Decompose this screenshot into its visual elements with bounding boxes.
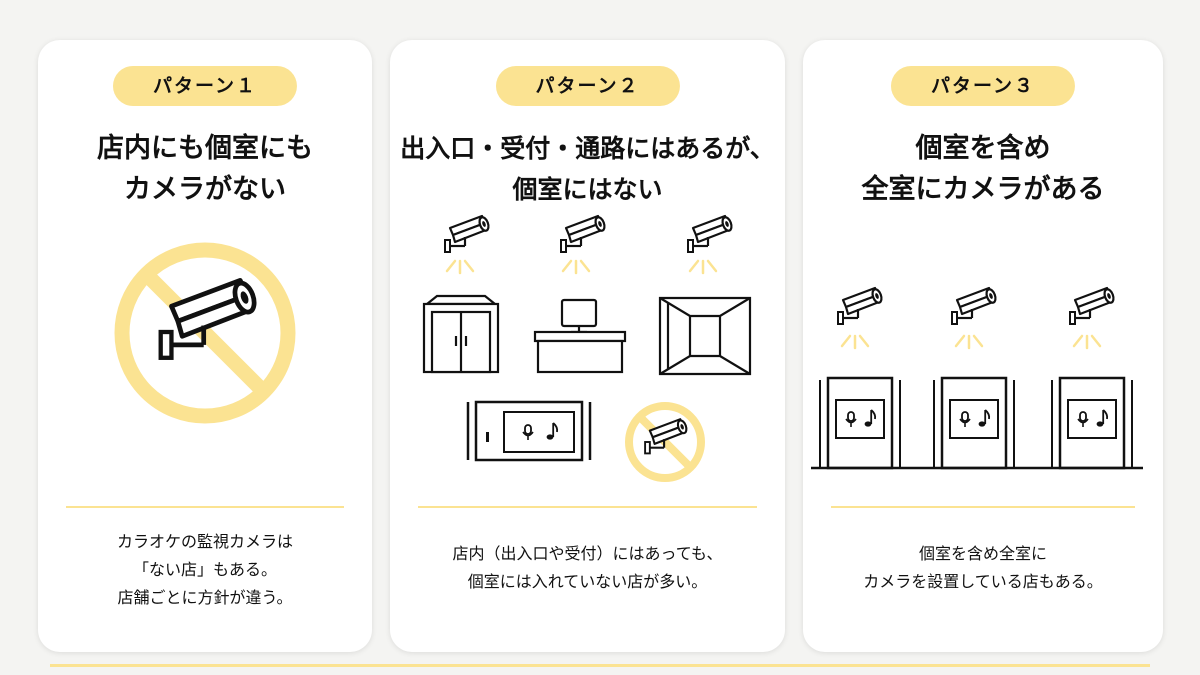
- camera-rays: [840, 334, 870, 350]
- pattern-description: 店内（出入口や受付）にはあっても、 個室には入れていない店が多い。: [452, 544, 723, 591]
- pattern-1-card: パターン１ 店内にも個室にも カメラがない カラオケの監視カメラは 「ない店」も…: [38, 40, 372, 652]
- karaoke-room-icon: [934, 378, 1014, 468]
- pattern-badge: パターン３: [890, 66, 1076, 106]
- security-camera-icon: [950, 286, 999, 326]
- pattern-2-card: パターン２ 出入口・受付・通路にはあるが、 個室にはない: [390, 40, 785, 652]
- camera-rays: [688, 259, 718, 275]
- shared-areas-illustration: [422, 214, 752, 482]
- pattern-badge: パターン２: [495, 66, 680, 106]
- karaoke-room-icon: [820, 378, 900, 468]
- corridor-icon: [658, 296, 752, 376]
- no-camera-illustration: [114, 242, 296, 424]
- pattern-title: 出入口・受付・通路にはあるが、 個室にはない: [400, 134, 775, 204]
- security-camera-icon: [443, 214, 492, 254]
- security-camera-icon: [559, 214, 608, 254]
- divider: [831, 506, 1135, 508]
- camera-rays: [954, 334, 984, 350]
- bottom-rule: [50, 664, 1150, 667]
- security-camera-icon: [686, 214, 735, 254]
- camera-rays: [445, 259, 475, 275]
- pattern-title: 店内にも個室にも カメラがない: [97, 133, 313, 205]
- karaoke-room-icon: [1052, 378, 1132, 468]
- camera-rays: [1072, 334, 1102, 350]
- divider: [66, 506, 344, 508]
- reception-desk-icon: [533, 298, 627, 374]
- pattern-title: 個室を含め 全室にカメラがある: [861, 133, 1105, 205]
- pattern-description: 個室を含め全室に カメラを設置している店もある。: [863, 544, 1103, 591]
- pattern-badge: パターン１: [112, 66, 298, 106]
- karaoke-room-icon: [466, 400, 592, 462]
- security-camera-icon: [836, 286, 885, 326]
- security-camera-icon: [1068, 286, 1117, 326]
- pattern-description: カラオケの監視カメラは 「ない店」もある。 店舗ごとに方針が違う。: [116, 532, 293, 607]
- door-icon: [422, 294, 500, 374]
- pattern-3-card: パターン３ 個室を含め 全室にカメラがある 個室を含め全室に カメラを設置してい…: [803, 40, 1163, 652]
- all-rooms-illustration: [811, 286, 1143, 470]
- divider: [418, 506, 757, 508]
- camera-rays: [561, 259, 591, 275]
